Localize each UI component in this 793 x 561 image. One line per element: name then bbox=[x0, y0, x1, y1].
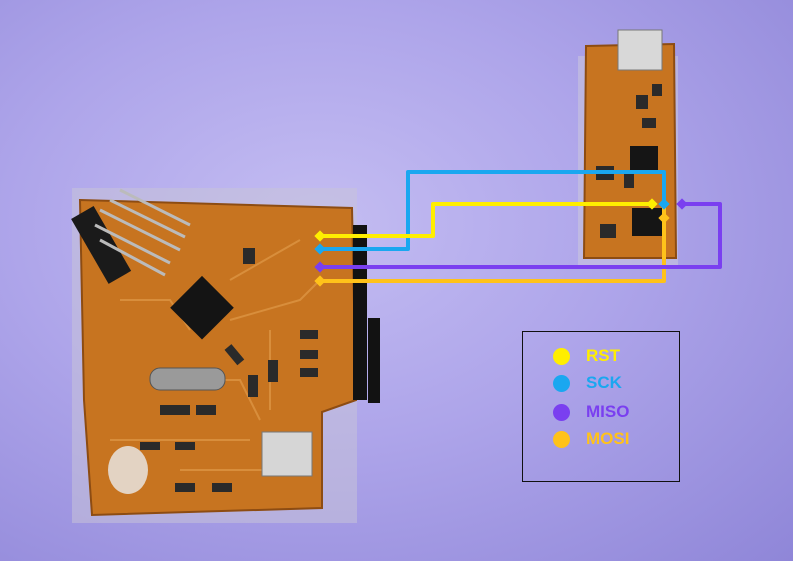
legend-dot-rst bbox=[553, 347, 570, 365]
wire-miso bbox=[320, 202, 722, 269]
legend-label-sck: SCK bbox=[586, 373, 622, 392]
usb-connector-left bbox=[261, 431, 313, 477]
legend-dot-sck bbox=[553, 374, 570, 392]
legend-label-mosi: MOSI bbox=[586, 429, 630, 448]
programmer-chip bbox=[630, 146, 658, 170]
legend-label-rst: RST bbox=[586, 346, 620, 365]
side-header bbox=[353, 225, 367, 400]
legend-dot-mosi bbox=[553, 430, 570, 448]
legend-item-miso: MISO bbox=[553, 401, 629, 423]
microcontroller-chip bbox=[170, 275, 234, 340]
wire-endpoints bbox=[314, 198, 688, 287]
wire-legend: RST SCK MISO MOSI bbox=[522, 331, 680, 482]
legend-dot-miso bbox=[553, 403, 570, 421]
wire-sck bbox=[320, 170, 666, 251]
programmer-smd bbox=[596, 84, 662, 238]
smd-components bbox=[140, 248, 318, 492]
legend-item-rst: RST bbox=[553, 345, 620, 367]
legend-item-sck: SCK bbox=[553, 372, 622, 394]
led bbox=[108, 446, 148, 494]
usb-connector-right bbox=[617, 29, 663, 71]
wires bbox=[320, 170, 722, 283]
crystal-oscillator bbox=[149, 367, 226, 391]
legend-item-mosi: MOSI bbox=[553, 428, 629, 450]
target-board bbox=[71, 188, 380, 523]
programmer-chip-2 bbox=[632, 208, 662, 236]
wire-rst bbox=[320, 202, 652, 238]
wire-mosi bbox=[320, 205, 666, 283]
legend-label-miso: MISO bbox=[586, 402, 630, 421]
side-header-2 bbox=[368, 318, 380, 403]
pin-header bbox=[71, 188, 191, 284]
